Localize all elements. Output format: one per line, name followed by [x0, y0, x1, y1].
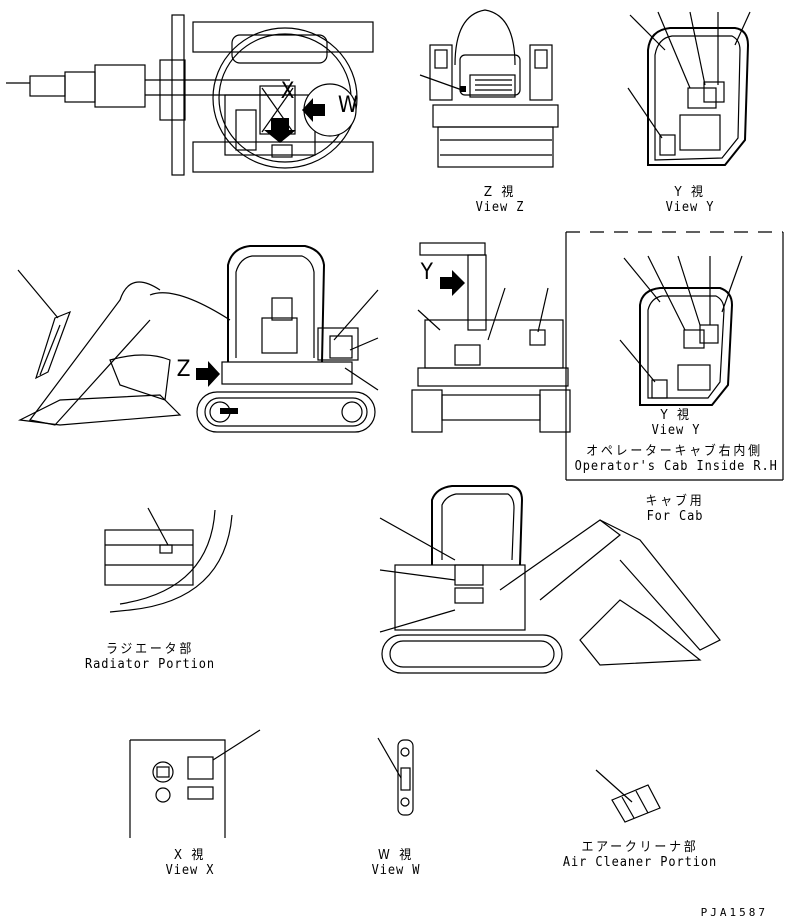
for-cab-caption: キャブ用 For Cab — [645, 494, 705, 524]
radiator-figure — [104, 507, 233, 613]
drawing-code: PJA1587 — [700, 906, 768, 919]
view-w-caption: W 視 View W — [371, 848, 421, 878]
air-cleaner-figure — [595, 769, 661, 823]
view-w-figure — [377, 737, 414, 816]
air-cleaner-caption: エアークリーナ部 Air Cleaner Portion — [562, 840, 718, 870]
arrow-z-icon — [196, 361, 220, 387]
arrow-x-icon — [264, 118, 296, 143]
view-x-figure — [129, 729, 261, 838]
letter-z: Z — [176, 357, 192, 382]
rear-view-machine — [411, 242, 571, 433]
view-y-cab-caption: Y 視 View Y — [651, 408, 701, 438]
view-x-caption: X 視 View X — [165, 848, 215, 878]
view-z-figure — [419, 9, 559, 168]
for-cab-machine — [379, 485, 721, 674]
side-view-machine — [17, 245, 379, 433]
view-y-caption: Y 視 View Y — [665, 185, 715, 215]
top-view-machine — [6, 14, 374, 176]
letter-x: X — [280, 79, 296, 104]
view-y-figure — [627, 11, 751, 166]
arrow-y-icon — [440, 270, 465, 296]
operator-cab-box — [565, 231, 784, 481]
radiator-caption: ラジエータ部 Radiator Portion — [85, 642, 215, 672]
letter-y: Y — [420, 260, 434, 285]
letter-w: W — [337, 93, 359, 118]
arrow-w-icon — [302, 98, 325, 122]
view-z-caption: Z 視 View Z — [475, 185, 525, 215]
operator-cab-caption: オペレーターキャブ右内側 Operator's Cab Inside R.H — [574, 444, 778, 474]
